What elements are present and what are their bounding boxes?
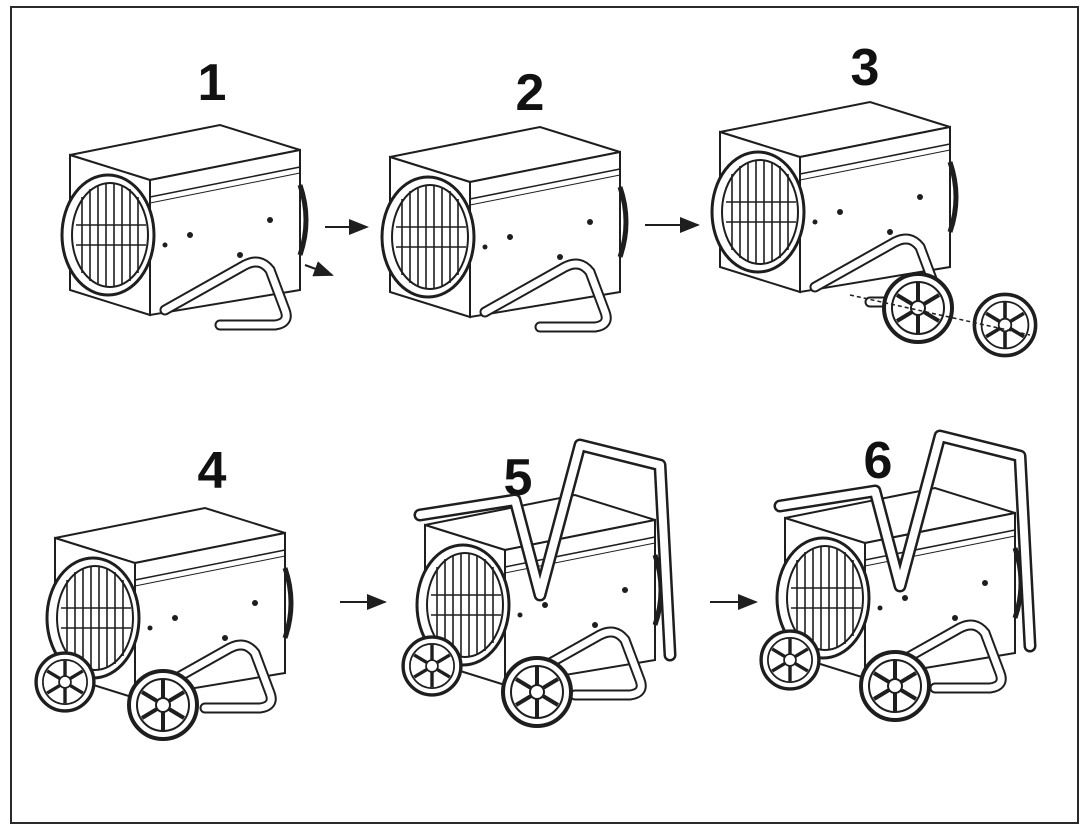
wheel-icon [859,650,931,722]
step-number-1: 1 [198,54,227,112]
wheel-icon [401,635,463,697]
wheel-icon [759,629,821,691]
step-number-4: 4 [198,442,227,500]
heater-unit-icon [712,102,956,302]
heater-unit-icon [382,127,626,327]
step-number-3: 3 [851,39,880,97]
step-number-2: 2 [516,64,545,122]
heater-unit-icon [62,125,334,325]
axle-line [849,294,1031,336]
wheel-icon [34,651,96,713]
wheel-icon [501,656,573,728]
wheel-icon [882,272,954,344]
step-number-6: 6 [864,432,893,490]
wheel-icon [127,669,199,741]
